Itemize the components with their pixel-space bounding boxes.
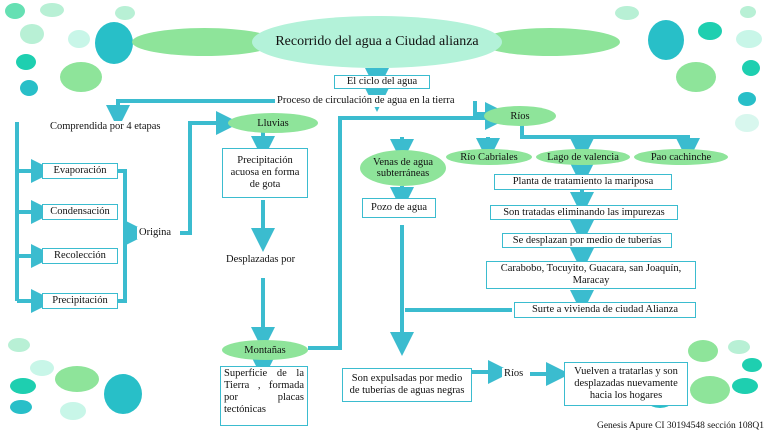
etapa-evaporacion: Evaporación (42, 163, 118, 179)
decorative-circle (742, 358, 762, 372)
montanas-ellipse: Montañas (222, 340, 308, 360)
decorative-circle (736, 30, 762, 48)
line-montanas-rios (308, 106, 509, 350)
tuberias-box: Se desplazan por medio de tuberías (502, 233, 672, 248)
line-rios-branch (520, 124, 690, 144)
decorative-circle (728, 340, 750, 354)
decorative-circle (690, 376, 730, 404)
etapa-recoleccion: Recolección (42, 248, 118, 264)
decorative-circle (676, 62, 716, 92)
precipitacion-acuosa-box: Precipitación acuosa en forma de gota (222, 148, 308, 198)
bracket-origina (118, 169, 127, 303)
decorative-circle (10, 378, 36, 394)
decorative-circle (60, 62, 102, 92)
etapa-condensacion: Condensación (42, 204, 118, 220)
rios-bottom-text: Ríos (502, 368, 526, 380)
pao-cachinche-ellipse: Pao cachinche (634, 149, 728, 165)
decorative-circle (738, 92, 756, 106)
decorative-circle (95, 22, 133, 64)
proceso-text: Proceso de circulación de agua en la tie… (275, 95, 457, 107)
rio-cabriales-ellipse: Río Cabriales (446, 149, 532, 165)
decorative-circle (30, 360, 54, 376)
decorative-circle (20, 24, 44, 44)
ciudades-box: Carabobo, Tocuyito, Guacara, san Joaquín… (486, 261, 696, 289)
decorative-circle (740, 6, 756, 18)
lago-valencia-ellipse: Lago de valencia (536, 149, 630, 165)
decorative-circle (688, 340, 718, 362)
superficie-box: Superficie de la Tierra , formada por pl… (220, 366, 308, 426)
decorative-circle (735, 114, 759, 132)
surte-box: Surte a vivienda de ciudad Alianza (514, 302, 696, 318)
decorative-circle (115, 6, 135, 20)
pozo-box: Pozo de agua (362, 198, 436, 218)
decorative-circle (20, 80, 38, 96)
ciclo-del-agua-box: El ciclo del agua (334, 75, 430, 89)
arrow-proceso-comprendida (106, 99, 275, 129)
vuelven-box: Vuelven a tratarlas y son desplazadas nu… (564, 362, 688, 406)
decorative-circle (55, 366, 99, 392)
decorative-circle (68, 30, 90, 48)
comprendida-text: Comprendida por 4 etapas (48, 121, 163, 133)
decorative-circle (698, 22, 722, 40)
etapa-precipitacion: Precipitación (42, 293, 118, 309)
expulsadas-box: Son expulsadas por medio de tuberías de … (342, 368, 472, 402)
title-side-ellipse-right (480, 28, 620, 56)
lluvias-ellipse: Lluvias (228, 113, 318, 133)
author-credit: Genesis Apure CI 30194548 sección 108Q1 (596, 421, 764, 431)
desplazadas-por-text: Desplazadas por (224, 254, 298, 266)
decorative-circle (8, 338, 30, 352)
rios-ellipse: Ríos (484, 106, 556, 126)
arrow-origina-lluvias (180, 111, 240, 235)
venas-ellipse: Venas de agua subterráneas (360, 150, 446, 186)
decorative-circle (732, 378, 758, 394)
decorative-circle (615, 6, 639, 20)
decorative-circle (60, 402, 86, 420)
decorative-circle (16, 54, 36, 70)
decorative-circle (10, 400, 32, 414)
decorative-circle (104, 374, 142, 414)
tratadas-box: Son tratadas eliminando las impurezas (490, 205, 678, 220)
decorative-circle (40, 3, 64, 17)
decorative-circle (742, 60, 760, 76)
planta-box: Planta de tratamiento la mariposa (494, 174, 672, 190)
origina-text: Origina (137, 227, 174, 239)
decorative-circle (648, 20, 684, 60)
decorative-circle (5, 3, 25, 19)
diagram-title: Recorrido del agua a Ciudad alianza (252, 16, 502, 68)
